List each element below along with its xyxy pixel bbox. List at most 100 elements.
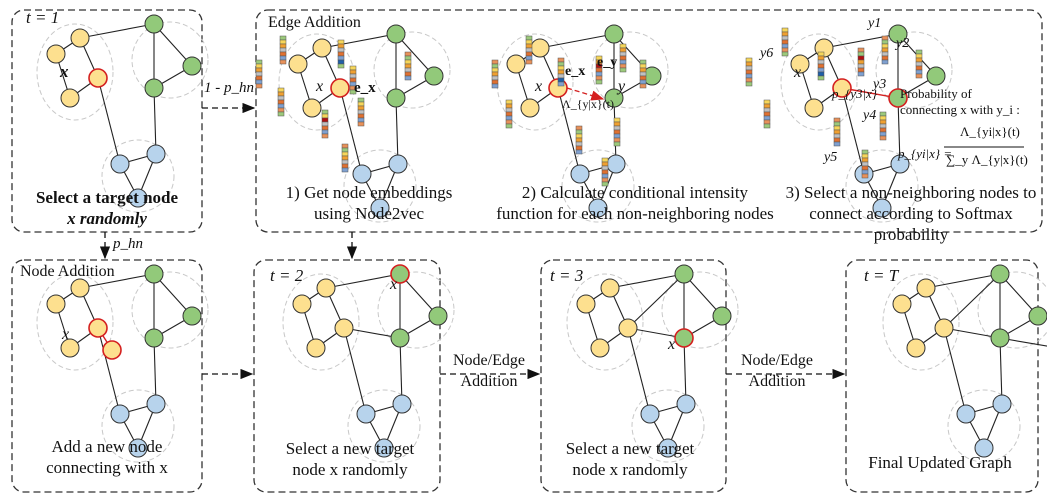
step2-embedding-vector bbox=[575, 133, 583, 139]
t3-graph-node bbox=[640, 404, 660, 424]
step2-embedding-vector bbox=[639, 59, 647, 65]
tT-graph-edge bbox=[943, 327, 967, 415]
t3-graph-node bbox=[576, 294, 596, 314]
step2-embedding-vector bbox=[601, 169, 609, 175]
step3-embedding-vector bbox=[879, 127, 887, 133]
step1-embedding-vector bbox=[279, 35, 287, 41]
step2-graph-cluster-ring bbox=[561, 149, 635, 223]
step2-caption: 2) Calculate conditional intensity funct… bbox=[480, 182, 790, 224]
step3-embedding-vector bbox=[833, 117, 841, 123]
step2-graph-node bbox=[606, 154, 626, 174]
step3-target-label: x bbox=[794, 64, 802, 81]
step1-graph-node bbox=[388, 154, 408, 174]
step2-embedding-vector bbox=[595, 71, 603, 77]
step1-embedding-vector bbox=[337, 59, 345, 65]
step1-embedding-vector bbox=[255, 71, 263, 77]
step3-embedding-vector bbox=[915, 61, 923, 67]
step1-embedding-vector bbox=[255, 63, 263, 69]
tT-graph-edge bbox=[943, 273, 1001, 329]
step3-graph-cluster-ring bbox=[875, 31, 953, 109]
step1-embedding-vector bbox=[357, 97, 365, 103]
step3-embedding-vector bbox=[817, 59, 825, 65]
step1-embedding-vector bbox=[279, 39, 287, 45]
step3-embedding-vector bbox=[879, 111, 887, 117]
step1-embedding-vector bbox=[357, 121, 365, 127]
step3-graph-cluster-ring bbox=[780, 33, 858, 131]
step3-y4-label: y4 bbox=[863, 108, 877, 123]
t3-time-label: t = 3 bbox=[550, 266, 584, 285]
t1-graph-node bbox=[128, 188, 148, 208]
step3-embedding-vector bbox=[817, 75, 825, 81]
step1-embedding-vector bbox=[341, 163, 349, 169]
step3-embedding-vector bbox=[781, 39, 789, 45]
arrow-label-t3-tT-line1: Node/Edge bbox=[741, 352, 813, 369]
step2-embedding-vector bbox=[601, 173, 609, 179]
t2-graph-node-target bbox=[390, 264, 410, 284]
step2-embedding-vector bbox=[613, 133, 621, 139]
step2-embedding-vector bbox=[639, 63, 647, 69]
step2-embedding-vector bbox=[557, 69, 565, 75]
t1-graph-cluster-ring bbox=[131, 21, 209, 99]
step3-embedding-vector bbox=[857, 55, 865, 61]
step2-embedding-vector bbox=[491, 67, 499, 73]
step3-embedding-vector bbox=[833, 141, 841, 147]
node-addition-graph-node bbox=[144, 328, 164, 348]
step2-embedding-vector bbox=[491, 71, 499, 77]
step1-graph-cluster-ring bbox=[373, 31, 451, 109]
step1-embedding-vector bbox=[357, 109, 365, 115]
step1-embedding-vector bbox=[337, 39, 345, 45]
step2-graph-node bbox=[520, 98, 540, 118]
step3-embedding-vector bbox=[763, 119, 771, 125]
tT-graph-cluster-ring bbox=[882, 273, 960, 371]
step3-y6-label: y6 bbox=[760, 46, 774, 61]
step1-graph-node bbox=[352, 164, 372, 184]
step3-embedding-vector bbox=[861, 153, 869, 159]
step1-embedding-vector bbox=[255, 83, 263, 89]
tT-time-label: t = T bbox=[864, 266, 899, 285]
step2-caption-line1: 2) Calculate conditional intensity bbox=[521, 183, 749, 202]
step1-embedding-vector bbox=[349, 65, 357, 71]
node-addition-title: Node Addition bbox=[20, 263, 115, 280]
t2-graph-cluster-ring bbox=[282, 273, 360, 371]
step1-embedding-vector bbox=[337, 47, 345, 53]
step2-embedding-vector bbox=[619, 59, 627, 65]
arrow-label-t3-tT: Node/Edge Addition bbox=[732, 350, 822, 392]
step2-embedding-vector bbox=[525, 35, 533, 41]
step1-graph-node bbox=[424, 66, 444, 86]
step3-embedding-vector bbox=[817, 55, 825, 61]
tT-graph-node bbox=[892, 294, 912, 314]
t2-caption: Select a new target node x randomly bbox=[260, 438, 440, 480]
node-addition-target-label: x bbox=[62, 326, 70, 343]
step3-embedding-vector bbox=[861, 169, 869, 175]
t1-graph-node bbox=[46, 44, 66, 64]
step1-embedding-vector bbox=[341, 147, 349, 153]
t3-graph-node bbox=[676, 394, 696, 414]
arrow-label-edge-prob: 1 - p_hn bbox=[204, 80, 254, 96]
step2-graph-edge bbox=[539, 33, 615, 49]
step3-embedding-vector bbox=[861, 161, 869, 167]
step3-embedding-vector bbox=[781, 43, 789, 49]
step1-embedding-vector bbox=[279, 43, 287, 49]
step2-embedding-vector bbox=[491, 75, 499, 81]
node-addition-graph-edge bbox=[79, 273, 155, 289]
t2-graph-node bbox=[392, 394, 412, 414]
t2-graph-cluster-ring bbox=[347, 389, 421, 463]
step1-target-label: x bbox=[316, 78, 324, 95]
step3-embedding-vector bbox=[861, 165, 869, 171]
panel-t2 bbox=[253, 259, 441, 493]
step1-embedding-vector bbox=[321, 109, 329, 115]
step3-embedding-vector bbox=[861, 157, 869, 163]
step2-embedding-vector bbox=[613, 117, 621, 123]
step2-embedding-vector bbox=[505, 115, 513, 121]
step2-embedding-vector bbox=[525, 55, 533, 61]
formula-title: Probability of connecting x with y_i : bbox=[900, 86, 1020, 118]
step3-embedding-vector bbox=[915, 53, 923, 59]
step2-embedding-vector bbox=[557, 81, 565, 87]
step2-embedding-vector bbox=[613, 141, 621, 147]
step3-embedding-vector bbox=[817, 51, 825, 57]
step2-embedding-vector bbox=[613, 129, 621, 135]
step3-embedding-vector bbox=[781, 47, 789, 53]
step2-embedding-vector bbox=[505, 107, 513, 113]
step2-embedding-vector bbox=[639, 83, 647, 89]
